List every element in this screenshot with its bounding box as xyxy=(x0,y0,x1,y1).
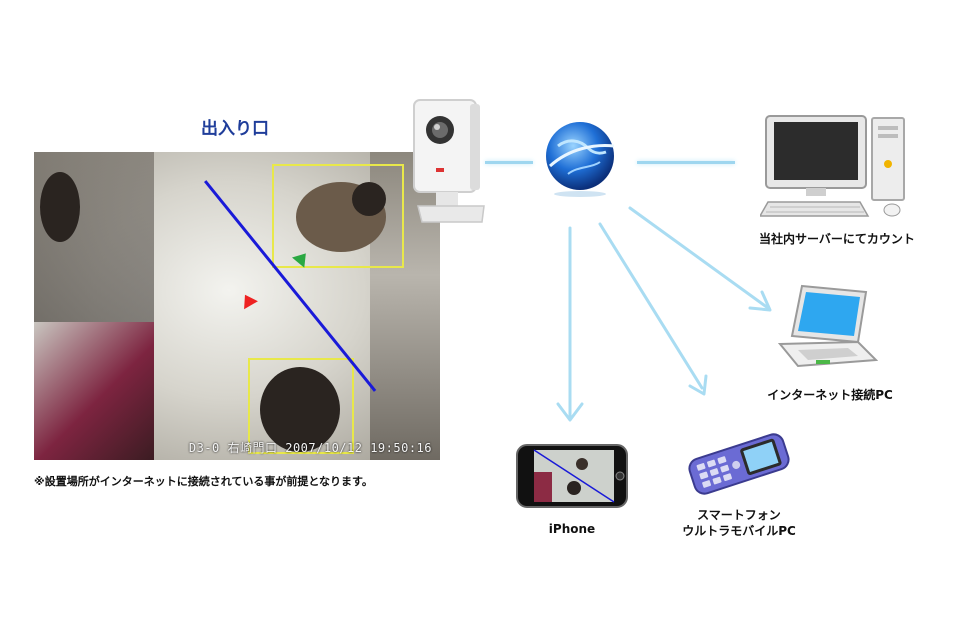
entrance-title: 出入り口 xyxy=(201,119,269,139)
laptop-icon xyxy=(778,284,878,368)
laptop-label: インターネット接続PC xyxy=(767,388,893,402)
iphone-label: iPhone xyxy=(548,522,596,536)
desktop-pc-icon xyxy=(760,115,905,217)
feed-person-bottom xyxy=(260,367,340,452)
feed-person-head-top xyxy=(352,182,386,216)
network-camera-icon xyxy=(413,99,485,223)
connector-arrows xyxy=(556,206,772,422)
direction-arrow-red xyxy=(238,290,258,310)
feed-overlay-text: D3-0 右崎門口 2007/10/12 19:50:16 xyxy=(188,441,432,455)
mobile-label-line2: ウルトラモバイルPC xyxy=(682,524,796,538)
detection-box-top xyxy=(272,164,404,268)
server-label: 当社内サーバーにてカウント xyxy=(759,232,915,246)
arrow-to-laptop xyxy=(628,206,770,310)
footnote: ※設置場所がインターネットに接続されている事が前提となります。 xyxy=(34,475,373,488)
camera-feed-image: D3-0 右崎門口 2007/10/12 19:50:16 xyxy=(34,152,440,460)
iphone-icon xyxy=(516,444,628,508)
mobile-phone-icon xyxy=(688,433,790,495)
arrow-to-mobile xyxy=(598,222,704,390)
mobile-label-line1: スマートフォン xyxy=(697,508,781,522)
feed-display-counter xyxy=(34,322,154,460)
detection-box-bottom xyxy=(248,358,354,454)
globe-icon xyxy=(546,122,615,197)
connector-camera-globe xyxy=(485,161,533,164)
feed-person-left xyxy=(40,172,80,242)
connector-globe-server xyxy=(637,161,735,164)
